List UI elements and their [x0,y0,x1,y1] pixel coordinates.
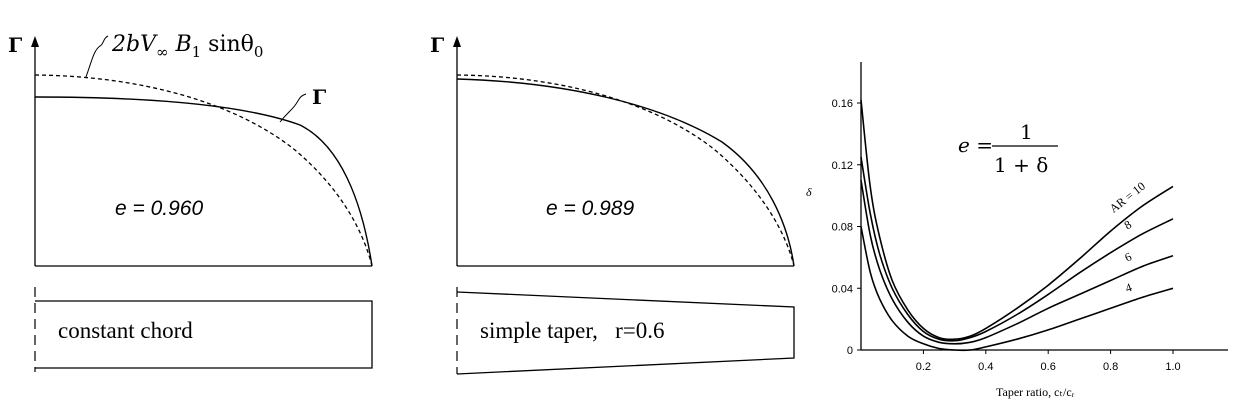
middle-planform [456,291,795,375]
chart-ticks: 0.2 0.4 0.6 0.8 1.0 0 0.04 0.08 0.12 0.16 [832,98,1181,373]
middle-efficiency: e = 0.989 [546,197,634,220]
x-tick-label: 0.4 [978,361,993,373]
formula-lhs: e = [958,133,993,157]
formula-numerator: 1 [1020,120,1033,144]
series-label-4: 4 [1123,280,1133,295]
left-planform [35,300,373,369]
left-efficiency: e = 0.960 [115,197,203,220]
elliptic-sub1: 1 [192,43,202,61]
series-label-1: AR = 10 [1107,179,1148,216]
elliptic-sub-inf: ∞ [156,43,169,61]
left-gamma-curve-label: Γ [312,85,326,109]
left-y-arrow [31,36,39,47]
chart-x-label: Taper ratio, cₜ/cᵣ [996,385,1075,399]
x-tick-label: 0.6 [1041,361,1056,373]
left-gamma-axis-label: Γ [8,33,22,57]
series-line-2 [860,156,1174,342]
formula-denominator: 1 + δ [994,153,1048,177]
chart-y-label: δ [806,185,812,199]
x-tick-label: 0.8 [1103,361,1118,373]
middle-planform-label: simple taper, r=0.6 [480,318,665,343]
series-line-4 [860,226,1174,352]
left-gamma-curve [34,96,373,267]
chart-lines: AR = 108 6 4 [860,99,1174,352]
gamma-label-leader [279,93,307,123]
x-tick-label: 1.0 [1165,361,1180,373]
elliptic-suffix: sinθ [201,32,254,57]
left-elliptic-curve [34,74,373,267]
left-planform-label: constant chord [58,318,193,343]
elliptic-sub0: 0 [254,43,264,61]
left-panel: Γ 2bV∞ B1 sinθ0 Γ e = 0.960 constant cho… [8,32,373,372]
series-label-3: 6 [1123,249,1134,264]
x-tick-label: 0.2 [916,361,931,373]
series-line-1 [860,99,1174,341]
series-label-2: 8 [1122,217,1134,232]
middle-elliptic-curve [456,74,795,267]
y-tick-label: 0 [847,345,853,357]
y-tick-label: 0.04 [832,283,853,295]
elliptic-prefix: 2bV [111,32,158,57]
efficiency-formula: e = 1 1 + δ [958,120,1058,177]
middle-y-arrow [453,36,461,47]
middle-gamma-curve [456,78,795,267]
middle-gamma-axis-label: Γ [430,33,444,57]
y-tick-label: 0.12 [832,160,853,172]
elliptic-mid: B [168,32,191,57]
right-panel: 0.2 0.4 0.6 0.8 1.0 0 0.04 0.08 0.12 0.16 AR = 10… [806,62,1228,399]
elliptic-label-leader [85,35,109,78]
series-line-3 [860,180,1174,345]
middle-panel: Γ e = 0.989 simple taper, r=0.6 [430,33,795,375]
elliptic-label: 2bV∞ B1 sinθ0 [111,32,263,61]
y-tick-label: 0.16 [832,98,853,110]
y-tick-label: 0.08 [832,222,853,234]
